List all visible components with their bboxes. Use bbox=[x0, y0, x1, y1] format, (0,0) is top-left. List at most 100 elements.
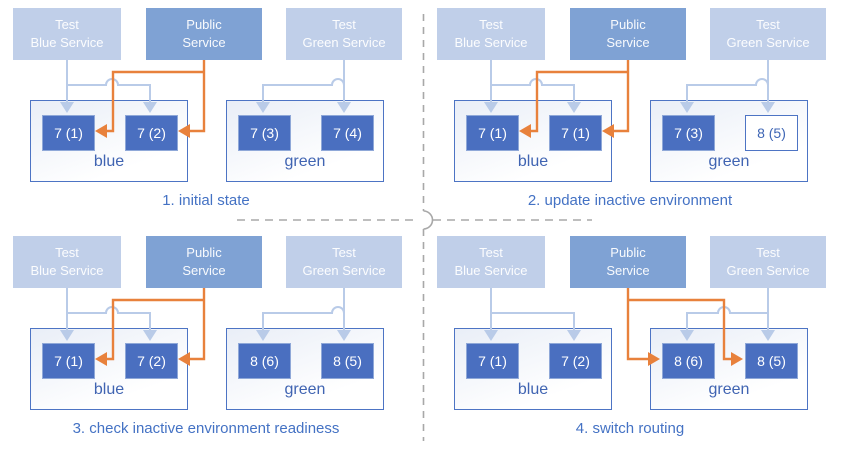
env-box-green: 8 (6) 8 (5) green bbox=[650, 328, 808, 410]
panel-update-inactive: 7 (1) 7 (1) blue 7 (3) 8 (5) green bbox=[424, 0, 848, 228]
arrow-down-icon bbox=[256, 102, 351, 113]
pod-label: 8 (5) bbox=[757, 125, 786, 141]
connector-wires bbox=[60, 60, 351, 138]
service-box-test-green: Test Green Service bbox=[286, 236, 402, 288]
step-caption: 3. check inactive environment readiness bbox=[72, 420, 340, 437]
service-label: Public bbox=[186, 17, 222, 32]
test-blue-wire bbox=[490, 288, 575, 331]
arrow-left-icon bbox=[519, 124, 614, 138]
public-route-wire bbox=[107, 288, 206, 361]
connector-wires bbox=[484, 288, 775, 366]
public-route-wire bbox=[531, 60, 630, 133]
pod-label: 8 (5) bbox=[757, 353, 786, 369]
pod-label: 7 (2) bbox=[137, 353, 166, 369]
arrow-down-icon bbox=[484, 330, 581, 341]
connector-wires bbox=[60, 288, 351, 366]
pod: 7 (1) bbox=[466, 115, 519, 151]
arrow-down-icon bbox=[60, 330, 157, 341]
service-label: Test bbox=[55, 245, 79, 260]
env-label-blue: blue bbox=[517, 381, 549, 398]
step-caption: 2. update inactive environment bbox=[527, 192, 733, 209]
pod: 8 (5) bbox=[321, 343, 374, 379]
service-label: Service bbox=[606, 263, 650, 278]
service-label: Service bbox=[182, 35, 226, 50]
env-label-blue: blue bbox=[93, 153, 125, 170]
pod-label: 7 (1) bbox=[54, 353, 83, 369]
pod-label: 7 (2) bbox=[137, 125, 166, 141]
env-label-green: green bbox=[284, 381, 326, 398]
service-label: Blue Service bbox=[30, 35, 104, 50]
pod: 7 (1) bbox=[42, 115, 95, 151]
pod-label: 7 (3) bbox=[250, 125, 279, 141]
arrow-down-icon bbox=[60, 102, 157, 113]
service-label: Blue Service bbox=[30, 263, 104, 278]
service-label: Test bbox=[332, 245, 356, 260]
service-label: Public bbox=[186, 245, 222, 260]
pod-label: 7 (2) bbox=[561, 353, 590, 369]
pod: 7 (3) bbox=[662, 115, 715, 151]
arrow-left-icon bbox=[95, 352, 190, 366]
service-label: Test bbox=[756, 245, 780, 260]
service-box-test-green: Test Green Service bbox=[286, 8, 402, 60]
arrow-down-icon bbox=[256, 330, 351, 341]
step-caption: 1. initial state bbox=[162, 192, 250, 209]
connector-wires bbox=[484, 60, 775, 138]
pod-starting: 8 (5) bbox=[745, 115, 798, 151]
service-box-test-blue: Test Blue Service bbox=[437, 8, 545, 60]
pod: 7 (1) bbox=[549, 115, 602, 151]
service-label: Public bbox=[610, 17, 646, 32]
arrow-down-icon bbox=[680, 102, 775, 113]
env-label-blue: blue bbox=[517, 153, 549, 170]
pod-label: 7 (1) bbox=[561, 125, 590, 141]
pod-label: 7 (3) bbox=[674, 125, 703, 141]
service-box-test-green: Test Green Service bbox=[710, 8, 826, 60]
pod: 7 (2) bbox=[549, 343, 602, 379]
service-box-test-green: Test Green Service bbox=[710, 236, 826, 288]
service-label: Test bbox=[55, 17, 79, 32]
service-label: Blue Service bbox=[454, 263, 528, 278]
pod-label: 7 (4) bbox=[333, 125, 362, 141]
env-box-blue: 7 (1) 7 (1) blue bbox=[454, 100, 612, 182]
env-label-green: green bbox=[284, 153, 326, 170]
pod: 7 (2) bbox=[125, 343, 178, 379]
pod: 8 (6) bbox=[238, 343, 291, 379]
pod: 7 (2) bbox=[125, 115, 178, 151]
panel-switch-routing: 7 (1) 7 (2) blue 8 (6) 8 (5) green bbox=[424, 228, 848, 456]
test-blue-wire bbox=[66, 288, 151, 331]
service-label: Test bbox=[479, 245, 503, 260]
pod-label: 8 (6) bbox=[674, 353, 703, 369]
arrow-left-icon bbox=[95, 124, 190, 138]
service-label: Test bbox=[479, 17, 503, 32]
env-box-blue: 7 (1) 7 (2) blue bbox=[30, 328, 188, 410]
service-box-public: Public Service bbox=[146, 236, 262, 288]
service-box-test-blue: Test Blue Service bbox=[13, 236, 121, 288]
step-caption: 4. switch routing bbox=[575, 420, 685, 437]
env-label-blue: blue bbox=[93, 381, 125, 398]
pod: 8 (5) bbox=[745, 343, 798, 379]
service-label: Blue Service bbox=[454, 35, 528, 50]
service-box-test-blue: Test Blue Service bbox=[437, 236, 545, 288]
panel-check-readiness: 7 (1) 7 (2) blue 8 (6) 8 (5) green bbox=[0, 228, 424, 456]
test-green-wire bbox=[262, 60, 345, 103]
service-box-public: Public Service bbox=[570, 236, 686, 288]
panel-initial-state: 7 (1) 7 (2) blue 7 (3) 7 (4) green bbox=[0, 0, 424, 228]
service-label: Test bbox=[332, 17, 356, 32]
pod: 7 (3) bbox=[238, 115, 291, 151]
pod-label: 7 (1) bbox=[54, 125, 83, 141]
pod-label: 7 (1) bbox=[478, 353, 507, 369]
service-label: Service bbox=[606, 35, 650, 50]
test-blue-wire bbox=[490, 60, 575, 103]
arrow-down-icon bbox=[484, 102, 581, 113]
env-box-blue: 7 (1) 7 (2) blue bbox=[30, 100, 188, 182]
env-box-green: 7 (3) 8 (5) green bbox=[650, 100, 808, 182]
env-box-green: 8 (6) 8 (5) green bbox=[226, 328, 384, 410]
test-green-wire bbox=[262, 288, 345, 331]
service-label: Test bbox=[756, 17, 780, 32]
pod-label: 8 (6) bbox=[250, 353, 279, 369]
pod: 7 (4) bbox=[321, 115, 374, 151]
env-label-green: green bbox=[708, 381, 750, 398]
public-route-wire bbox=[107, 60, 206, 133]
service-label: Green Service bbox=[302, 35, 386, 50]
public-route-wire bbox=[626, 288, 731, 361]
